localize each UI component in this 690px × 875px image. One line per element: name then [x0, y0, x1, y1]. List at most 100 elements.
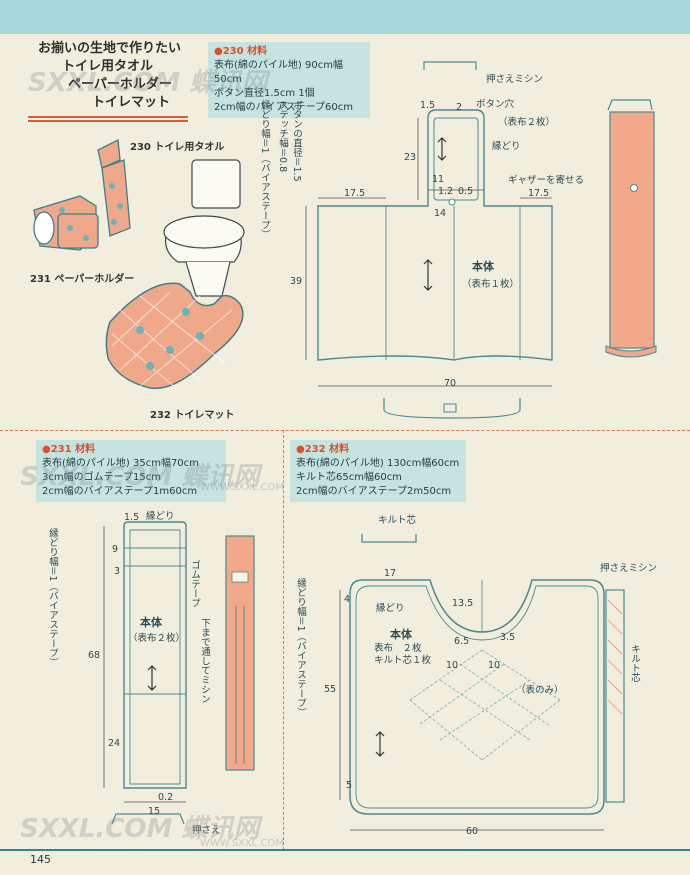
side-view-232	[605, 589, 625, 803]
dim-231-0.2: 0.2	[158, 792, 174, 803]
watermark-url: WWW.SXXL.COM	[200, 838, 284, 849]
label-gather: ギャザーを寄せる	[508, 175, 585, 186]
label-quilt-232: キルト芯１枚	[374, 655, 432, 666]
note-232-binding: 縁どり幅＝1（バイアステープ）	[295, 578, 306, 718]
page-number: 145	[30, 853, 51, 866]
materials-230-heading: ●230 材料	[214, 46, 268, 57]
label-elastic: ゴムテープ	[189, 560, 200, 608]
label-quilt-top: キルト芯	[378, 515, 417, 526]
dim-232-6.5: 6.5	[454, 636, 470, 647]
dim-230-1.2: 1.2	[438, 186, 454, 197]
label-quilt-side: キルト芯	[629, 644, 640, 682]
label-body-230: 本体	[472, 260, 494, 273]
dim-231-3: 3	[114, 566, 121, 577]
label-omote2-230: （表布２枚）	[498, 117, 556, 128]
materials-232-line: キルト芯65cm幅60cm	[296, 472, 402, 483]
dim-232-13.5: 13.5	[452, 598, 474, 609]
dim-230-14: 14	[434, 208, 447, 219]
button-icon	[630, 184, 638, 192]
dim-231-24: 24	[108, 738, 121, 749]
side-view-230	[609, 111, 655, 349]
body-230-outline	[317, 109, 553, 361]
materials-232-heading: ●232 材料	[296, 444, 350, 455]
body-231-outline	[123, 521, 187, 789]
dim-232-55: 55	[324, 684, 337, 695]
section-divider-horizontal	[0, 430, 690, 431]
dim-230-70: 70	[444, 378, 457, 389]
dim-230-17.5-left: 17.5	[344, 188, 366, 199]
dim-232-10-left: 10	[446, 660, 459, 671]
materials-231-line: 3cm幅のゴムテープ15cm	[42, 472, 161, 483]
watermark-logo: SXXL.COM 蝶讯网	[28, 68, 268, 98]
dim-230-1.5: 1.5	[420, 100, 436, 111]
section-divider-vertical	[283, 430, 284, 850]
dim-231-9: 9	[112, 544, 119, 555]
caption-232: 232 トイレマット	[150, 410, 235, 421]
quilt-grid	[409, 649, 561, 761]
materials-231-line: 表布(綿のパイル地) 35cm幅70cm	[42, 458, 199, 469]
label-osae-232: 押さえミシン	[600, 563, 658, 574]
paper-holder-drawing	[33, 195, 99, 251]
dim-230-0.5: 0.5	[458, 186, 474, 197]
note-231-binding: 縁どり幅＝1（バイアステープ）	[47, 528, 58, 668]
note-230-binding: 縁どり幅＝1（バイアステープ）	[259, 100, 270, 240]
dim-232-17: 17	[384, 568, 397, 579]
dim-230-11: 11	[432, 174, 445, 185]
dim-232-3.5: 3.5	[500, 632, 516, 643]
mat-232-outline	[349, 579, 605, 815]
label-omote-232: 表布 ２枚	[374, 643, 422, 654]
watermark-logo: SXXL.COM 蝶讯网	[20, 814, 260, 844]
label-binding-231: 縁どり	[146, 511, 175, 522]
materials-231: ●231 材料 表布(綿のパイル地) 35cm幅70cm 3cm幅のゴムテープ1…	[36, 440, 226, 502]
caption-231: 231 ペーパーホルダー	[30, 274, 135, 285]
materials-232: ●232 材料 表布(綿のパイル地) 130cm幅60cm キルト芯65cm幅6…	[290, 440, 466, 502]
label-omote-only: （表のみ）	[516, 685, 564, 696]
label-omote1-230: （表布１枚）	[462, 279, 520, 290]
title-underline-2	[28, 120, 188, 122]
materials-230-line: ボタン直径1.5cm 1個	[214, 88, 315, 99]
materials-232-line: 表布(綿のパイル地) 130cm幅60cm	[296, 458, 460, 469]
watermark-url: WWW.SXXL.COM	[200, 482, 284, 493]
towel-drawing	[97, 138, 131, 237]
note-230-button: ボタンの直径＝1.5	[291, 100, 302, 182]
dim-232-60: 60	[466, 826, 479, 837]
label-sew-through: 下まで通してミシン	[199, 618, 210, 704]
materials-230-line: 表布(綿のパイル地) 90cm幅50cm	[214, 60, 343, 85]
dim-231-15: 15	[148, 806, 161, 817]
dim-230-17.5-right: 17.5	[528, 188, 550, 199]
label-body-232: 本体	[390, 628, 412, 641]
top-color-band	[0, 0, 690, 34]
label-omote2-231: （表布２枚）	[128, 633, 186, 644]
materials-230-line: 2cm幅のバイアステープ60cm	[214, 102, 353, 113]
title-towel: トイレ用タオル	[62, 59, 154, 74]
label-osae-230: 押さえミシン	[486, 74, 544, 85]
intro-text: お揃いの生地で作りたい	[38, 41, 182, 56]
note-230-stitch: ステッチ幅＝0.8	[277, 100, 288, 173]
materials-231-line: 2cm幅のバイアステープ1m60cm	[42, 486, 198, 497]
label-body-231: 本体	[140, 616, 162, 629]
toilet-mat-drawing	[105, 282, 244, 390]
footer-rule	[0, 849, 690, 851]
label-binding-232: 縁どり	[376, 603, 405, 614]
dim-231-68: 68	[88, 650, 101, 661]
title-holder: ペーパーホルダー	[68, 77, 172, 92]
dim-232-4: 4	[344, 594, 351, 605]
dim-232-5: 5	[346, 780, 353, 791]
materials-232-line: 2cm幅のバイアステープ2m50cm	[296, 486, 452, 497]
dim-231-1.5: 1.5	[124, 512, 140, 523]
label-binding-230: 縁どり	[492, 141, 521, 152]
materials-231-heading: ●231 材料	[42, 444, 96, 455]
caption-230: 230 トイレ用タオル	[130, 142, 225, 153]
label-osae-231: 押さえ	[192, 825, 221, 836]
materials-230: ●230 材料 表布(綿のパイル地) 90cm幅50cm ボタン直径1.5cm …	[208, 42, 370, 118]
toilet-drawing	[163, 159, 245, 297]
watermark-logo: SXXL.COM 蝶讯网	[20, 462, 260, 492]
title-underline	[28, 116, 188, 118]
dim-232-10-right: 10	[488, 660, 501, 671]
dim-230-2: 2	[456, 102, 463, 113]
dim-230-39: 39	[290, 276, 303, 287]
